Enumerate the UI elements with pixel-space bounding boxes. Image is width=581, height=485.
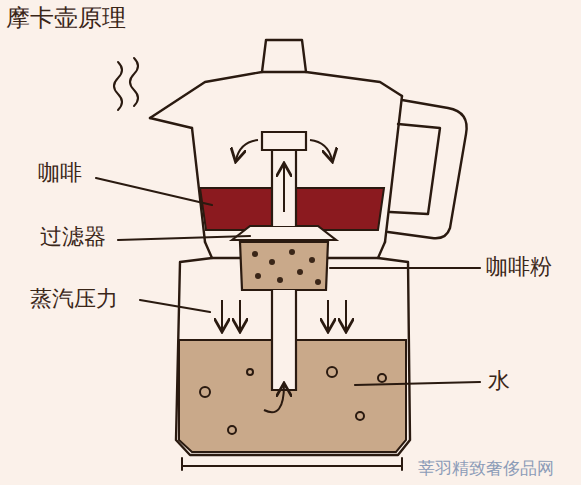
leader-line: [140, 300, 210, 312]
part-label: 水: [488, 368, 510, 394]
part-label: 过滤器: [40, 224, 106, 250]
part-label: 咖啡: [38, 160, 82, 186]
watermark: 莘羽精致奢侈品网: [418, 458, 554, 478]
leader-line: [96, 178, 212, 205]
part-label: 咖啡粉: [486, 254, 552, 280]
leader-line: [330, 267, 480, 269]
part-label: 蒸汽压力: [30, 286, 118, 312]
diagram-title: 摩卡壶原理: [6, 4, 126, 33]
leader-line: [118, 236, 250, 240]
leader-line: [355, 382, 480, 385]
